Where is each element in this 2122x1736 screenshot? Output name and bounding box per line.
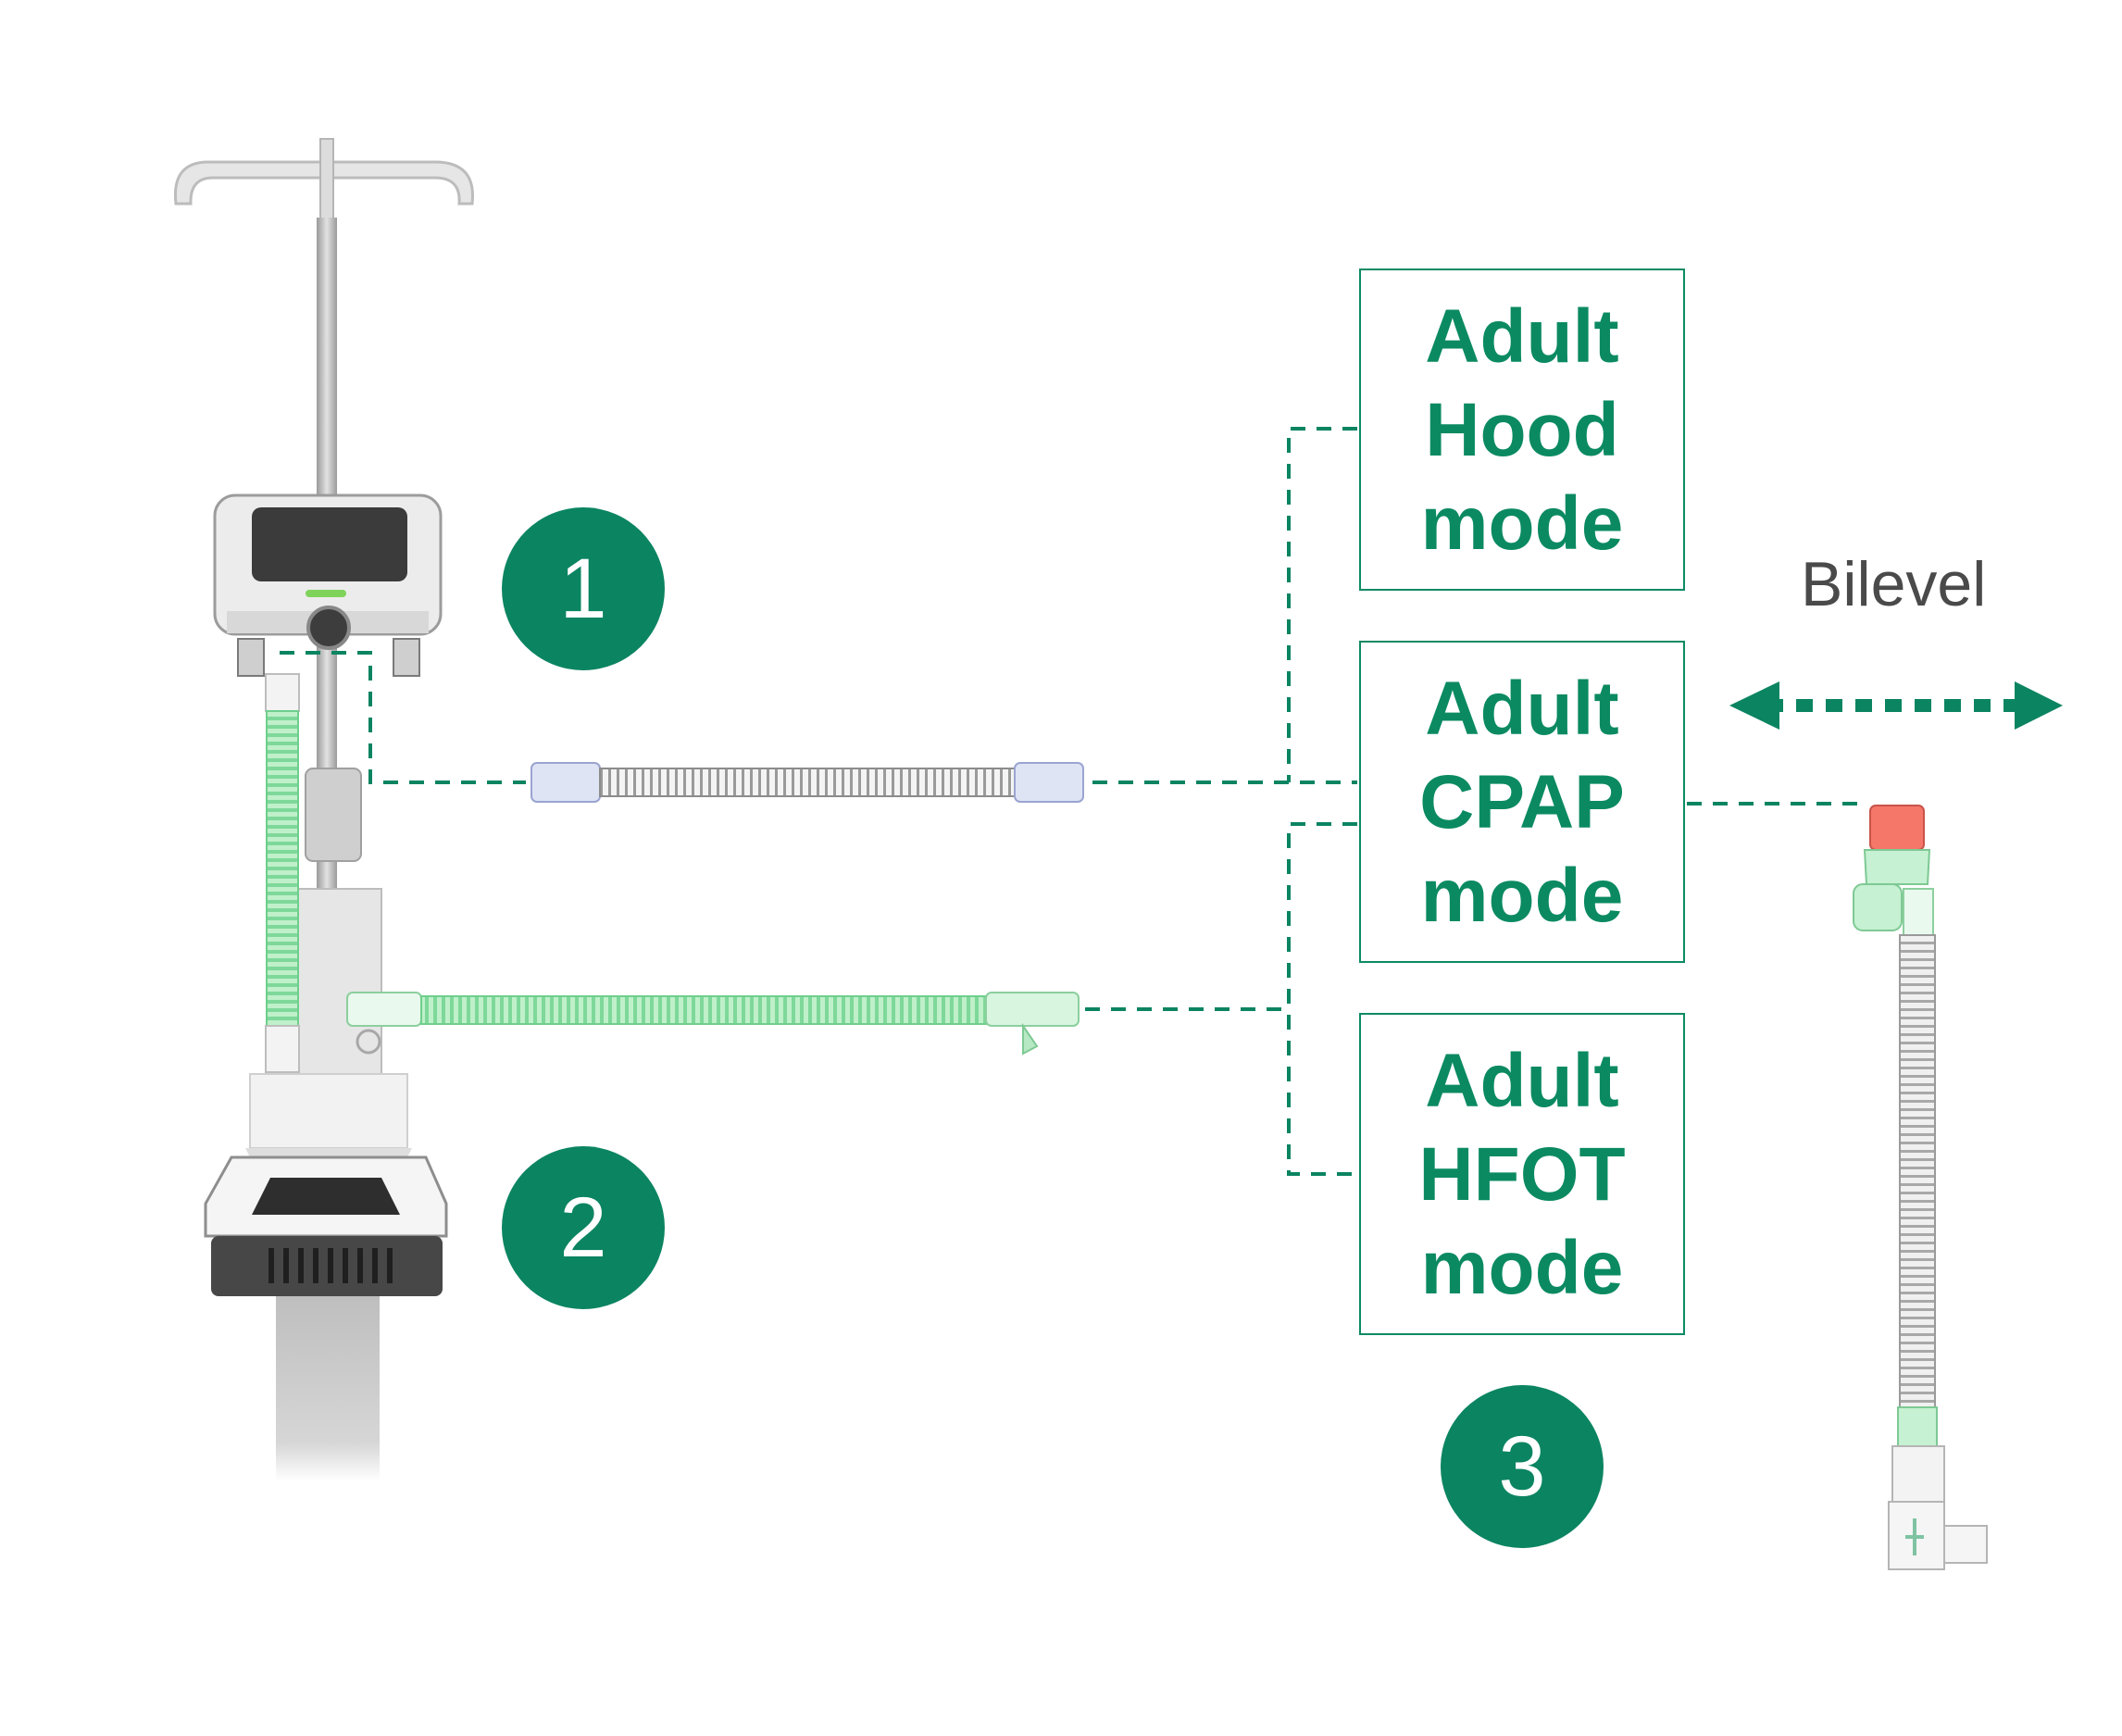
controller-status-led <box>306 590 346 597</box>
grey-circuit-tube <box>530 762 1084 803</box>
pole-hooks <box>173 160 474 206</box>
mode-cpap-line-2: CPAP <box>1419 759 1625 844</box>
mode-hood-line-3: mode <box>1420 481 1624 566</box>
mode-hfot-line-1: Adult <box>1425 1038 1619 1123</box>
mode-cpap-line-3: mode <box>1420 853 1624 938</box>
humidifier-vents <box>268 1248 393 1283</box>
badge-3: 3 <box>1441 1385 1604 1548</box>
controller-device <box>213 493 443 677</box>
controller-screen <box>252 507 407 581</box>
connector-lines <box>280 427 2031 1176</box>
mode-cpap-line-1: Adult <box>1425 666 1619 751</box>
pole-base <box>276 1287 380 1481</box>
red-cap-connector <box>1869 805 1925 851</box>
badge-1: 1 <box>502 507 665 670</box>
mode-hfot-line-3: mode <box>1420 1225 1624 1310</box>
controller-port-right <box>393 638 420 677</box>
mode-box-hood: Adult Hood mode <box>1359 269 1685 591</box>
mode-box-cpap: Adult CPAP mode <box>1359 641 1685 963</box>
controller-knob <box>306 606 351 650</box>
device-to-grey-circuit-line <box>280 651 526 784</box>
bilevel-arrow-right-head <box>2015 681 2063 730</box>
patient-interface-circuit <box>1853 805 1988 1570</box>
humidifier-chamber <box>249 1073 408 1149</box>
green-heated-circuit <box>346 992 1080 1055</box>
mode-box-hfot: Adult HFOT mode <box>1359 1013 1685 1335</box>
humidifier-unit <box>204 768 448 1296</box>
mode-hood-line-2: Hood <box>1425 387 1619 472</box>
controller-port-left <box>237 638 265 677</box>
mode-hood-line-1: Adult <box>1425 293 1619 379</box>
vertical-heated-tube <box>265 673 300 1073</box>
mode-hfot-line-2: HFOT <box>1418 1131 1626 1217</box>
trunk-hfot-branch <box>1287 822 1357 1176</box>
pole-top <box>319 138 334 223</box>
humidifier-display <box>252 1178 400 1215</box>
bilevel-arrow-left-head <box>1729 681 1779 730</box>
bilevel-label: Bilevel <box>1801 549 1987 619</box>
badge-2: 2 <box>502 1146 665 1309</box>
trunk-hood-branch <box>1287 427 1357 782</box>
